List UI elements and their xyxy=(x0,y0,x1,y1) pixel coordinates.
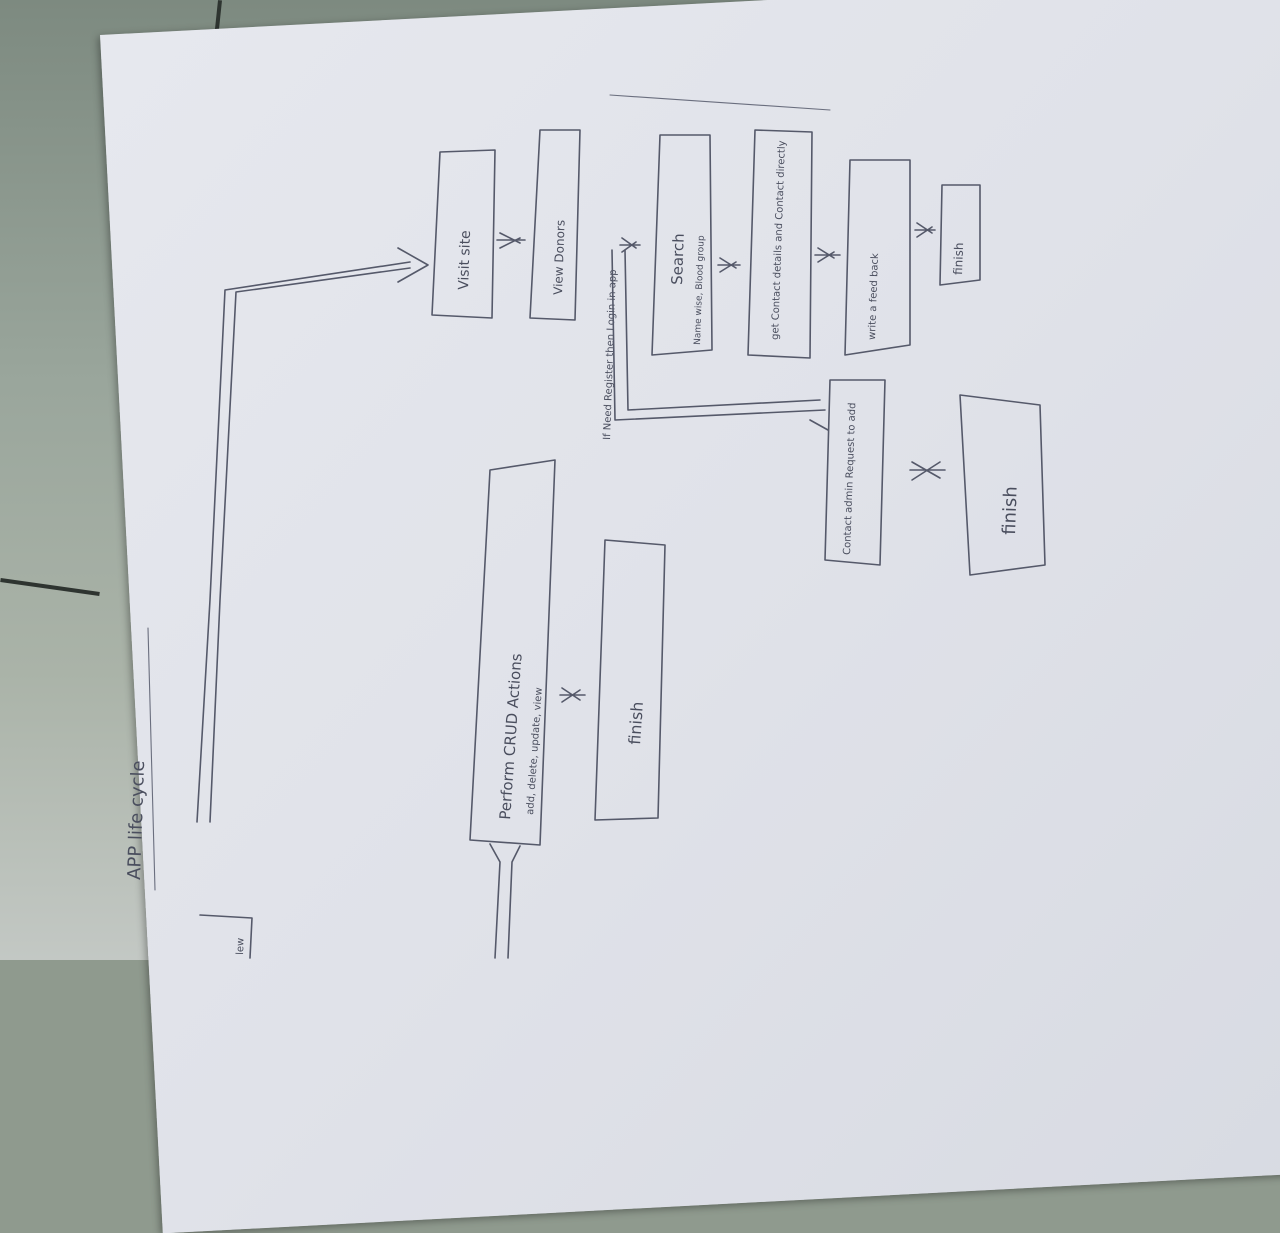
finish-left-label: finish xyxy=(625,701,647,745)
get-contact-label: get Contact details and Contact directly xyxy=(770,140,788,340)
search-box xyxy=(651,134,713,356)
flow-line-left-2 xyxy=(507,845,521,959)
perform-actions-label: Perform CRUD Actions xyxy=(496,653,526,821)
write-feedback-label: write a feed back xyxy=(867,253,881,340)
arrow-to-visit-site xyxy=(397,247,429,283)
view-donors-label: View Donors xyxy=(551,220,568,295)
finish-mid-label: finish xyxy=(951,242,966,275)
top-rule xyxy=(609,94,831,111)
perform-actions-box xyxy=(469,459,556,846)
branch-line xyxy=(611,249,826,421)
arrow-feedback-to-finish xyxy=(914,222,936,238)
title-underline xyxy=(147,627,156,891)
flow-line-left xyxy=(489,843,501,959)
arrow-contact-to-feedback xyxy=(814,247,841,263)
finish-mid-box xyxy=(939,184,981,286)
search-sublabel: Name wise, Blood group xyxy=(693,235,707,345)
get-contact-box xyxy=(747,129,813,359)
branch-line-2 xyxy=(624,249,821,411)
search-label: Search xyxy=(668,233,688,285)
finish-bottom-label: finish xyxy=(999,486,1022,535)
sketch-canvas: APP life cycle lew Perform CRUD Actions … xyxy=(124,94,1046,959)
diagram-title: APP life cycle xyxy=(124,760,149,880)
view-donors-box xyxy=(529,129,581,321)
write-feedback-box xyxy=(844,159,911,356)
visit-site-box xyxy=(431,149,496,319)
main-flow-line-2 xyxy=(209,267,411,823)
branch-arrow xyxy=(809,419,829,431)
contact-admin-label: Contact admin Request to add xyxy=(842,402,858,555)
main-flow-line xyxy=(196,261,411,823)
finish-left-box xyxy=(594,539,666,821)
arrow-down-left xyxy=(559,687,586,703)
visit-site-label: Visit site xyxy=(456,230,474,290)
arrow-admin-to-finish xyxy=(909,461,946,481)
margin-fragment: lew xyxy=(235,938,247,955)
edge-box-fragment xyxy=(199,914,253,959)
arrow-view-to-search xyxy=(619,237,641,253)
finish-bottom-box xyxy=(959,394,1046,576)
arrow-search-to-contact xyxy=(717,257,741,273)
branch-note: If Need Register then Login in app xyxy=(602,269,619,440)
arrow-visit-to-view xyxy=(496,232,526,249)
contact-admin-box xyxy=(824,379,886,566)
